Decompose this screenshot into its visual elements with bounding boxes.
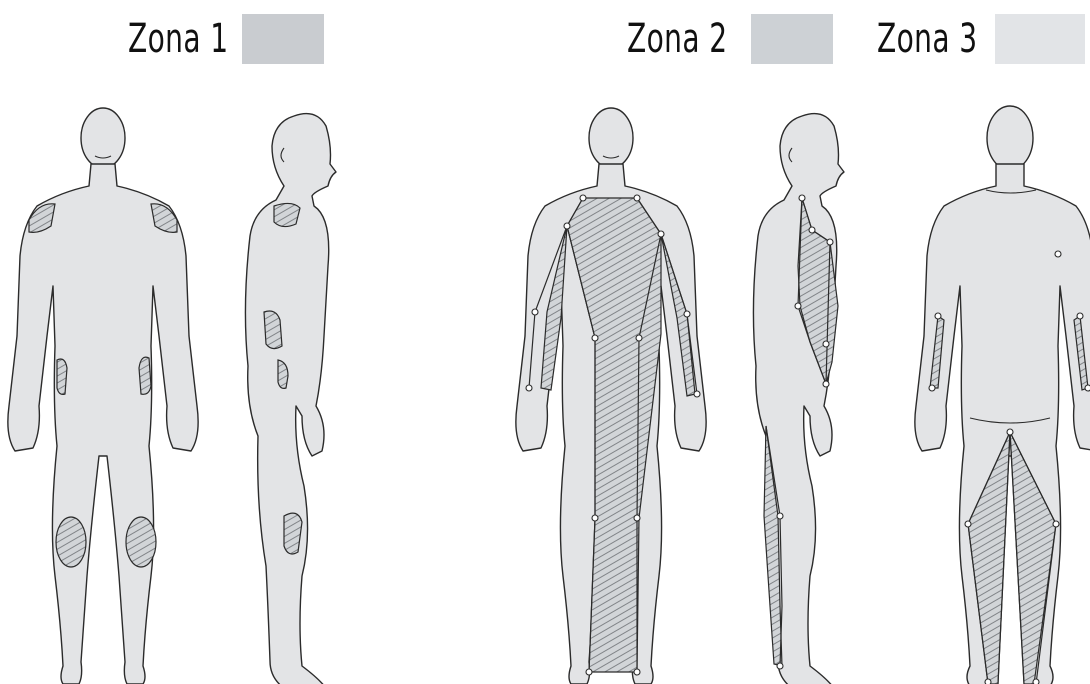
figure-zona-1-side [245,114,336,684]
zone-1-right-hip [139,357,151,394]
zone-1-left-hip [57,359,67,394]
zone-1-right-knee [126,517,156,567]
zone-1-left-knee [56,517,86,567]
zone-1-side-shoulder [274,203,300,226]
figure-zona-2-front [516,108,706,684]
figure-zona-3-back [915,106,1090,684]
figure-zona-2-side [753,114,844,684]
figure-zona-1-front [8,108,198,684]
